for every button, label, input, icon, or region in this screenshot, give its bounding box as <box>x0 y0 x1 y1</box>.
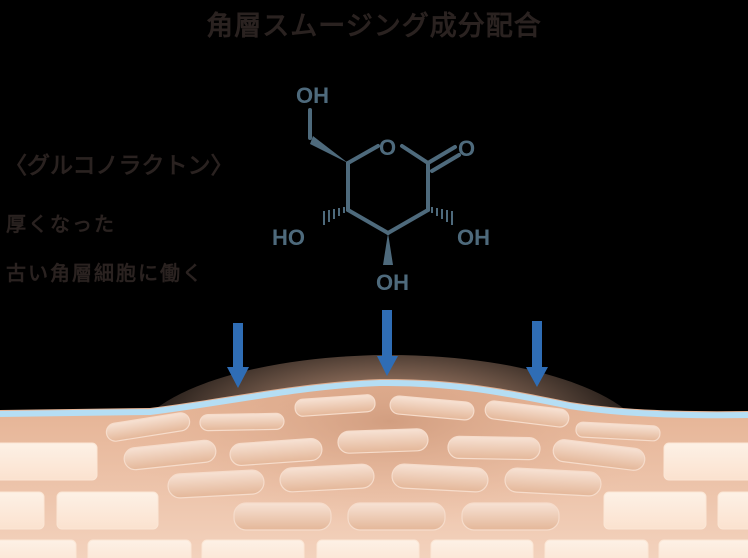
bottom-oh-label: OH <box>376 270 409 295</box>
arrow-down-icon <box>227 323 249 388</box>
ring-o-label: O <box>379 135 396 160</box>
description-line-1: 厚くなった <box>6 212 116 236</box>
arrow-down-icon <box>526 321 548 387</box>
right-oh-label: OH <box>457 225 490 250</box>
page-title: 角層スムージング成分配合 <box>206 11 542 42</box>
description-line-2: 古い角層細胞に働く <box>6 261 204 285</box>
arrow-down-icon <box>377 310 398 376</box>
left-ho-label: HO <box>272 225 305 250</box>
surface-layer <box>0 379 748 419</box>
top-oh-label: OH <box>296 83 329 108</box>
carbonyl-o-label: O <box>458 136 475 161</box>
ingredient-name: 〈グルコノラクトン〉 <box>4 153 234 179</box>
